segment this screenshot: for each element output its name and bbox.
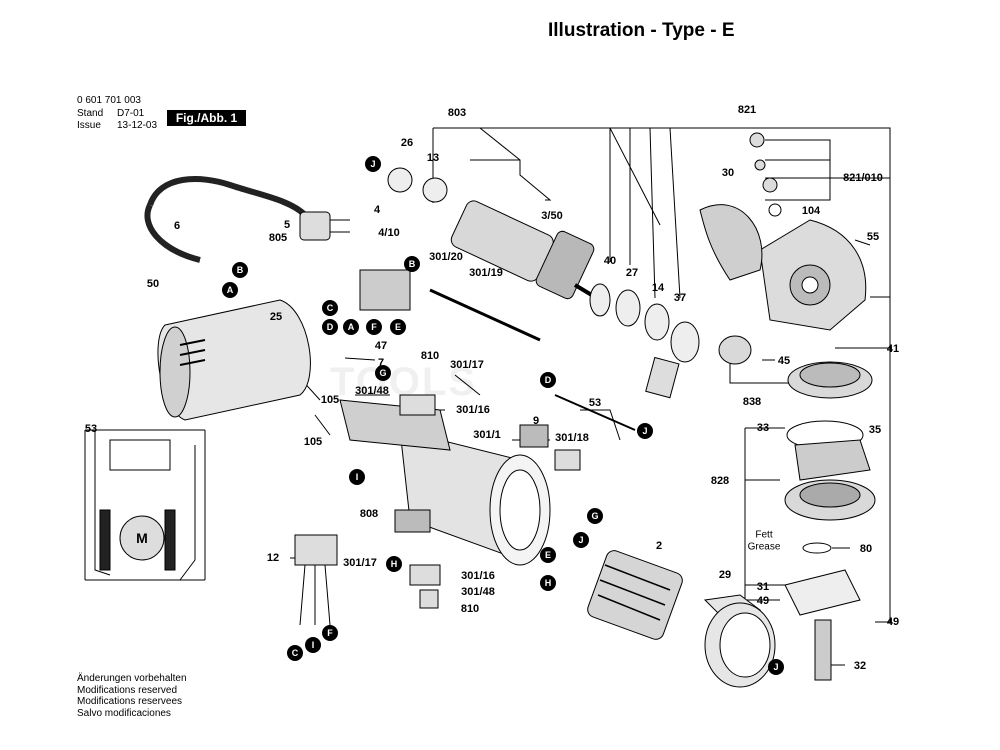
part-label-80: 80 bbox=[859, 543, 873, 555]
motor-symbol: M bbox=[136, 530, 148, 546]
part-label-104: 104 bbox=[801, 205, 821, 217]
connector-badge-e: E bbox=[540, 547, 556, 563]
connector-badge-a: A bbox=[222, 282, 238, 298]
connector-badge-e: E bbox=[390, 319, 406, 335]
part-label-301-48-top: 301/48 bbox=[355, 385, 389, 397]
connector-badge-d: D bbox=[322, 319, 338, 335]
part-label-25: 25 bbox=[269, 311, 283, 323]
part-label-301-48-bottom: 301/48 bbox=[461, 586, 495, 598]
connector-badge-f: F bbox=[322, 625, 338, 641]
connector-badge-j: J bbox=[365, 156, 381, 172]
part-label-47: 47 bbox=[374, 340, 388, 352]
part-label-810-top: 810 bbox=[420, 350, 440, 362]
connector-badge-f: F bbox=[366, 319, 382, 335]
connector-badge-g: G bbox=[375, 365, 391, 381]
connector-badge-j: J bbox=[573, 532, 589, 548]
part-label-5: 5 bbox=[283, 219, 291, 231]
part-label-32: 32 bbox=[853, 660, 867, 672]
notes-block: Änderungen vorbehalten Modifications res… bbox=[77, 673, 187, 719]
note-line: Änderungen vorbehalten bbox=[77, 673, 187, 684]
part-label-9: 9 bbox=[532, 415, 540, 427]
part-label-301-17-top: 301/17 bbox=[450, 359, 484, 371]
part-label-31: 31 bbox=[756, 581, 770, 593]
part-label-27: 27 bbox=[625, 267, 639, 279]
connector-badge-g: G bbox=[587, 508, 603, 524]
connector-badge-h: H bbox=[540, 575, 556, 591]
part-label-105-b: 105 bbox=[303, 436, 323, 448]
part-label-30: 30 bbox=[721, 167, 735, 179]
note-line: Modifications reservees bbox=[77, 696, 183, 707]
connector-badge-a: A bbox=[343, 319, 359, 335]
part-label-33: 33 bbox=[756, 422, 770, 434]
note-line: Salvo modificaciones bbox=[77, 707, 171, 719]
part-label-2: 2 bbox=[655, 540, 663, 552]
part-label-50: 50 bbox=[146, 278, 160, 290]
part-label-808: 808 bbox=[359, 508, 379, 520]
part-label-53-rod: 53 bbox=[588, 397, 602, 409]
part-label-35: 35 bbox=[868, 424, 882, 436]
part-label-26: 26 bbox=[400, 137, 414, 149]
connector-badge-c: C bbox=[322, 300, 338, 316]
connector-badge-i: I bbox=[305, 637, 321, 653]
part-label-49-left: 49 bbox=[756, 595, 770, 607]
fett-label: Fett bbox=[755, 529, 773, 541]
part-label-810-bottom: 810 bbox=[460, 603, 480, 615]
part-label-49-right: 49 bbox=[886, 616, 900, 628]
part-label-14: 14 bbox=[651, 282, 665, 294]
part-label-37: 37 bbox=[673, 292, 687, 304]
diagram-title: Illustration - Type - E bbox=[548, 20, 735, 41]
part-label-301-1: 301/1 bbox=[473, 429, 501, 441]
connector-badge-i: I bbox=[349, 469, 365, 485]
connector-badge-b: B bbox=[232, 262, 248, 278]
part-label-821: 821 bbox=[737, 104, 757, 116]
part-label-301-16-top: 301/16 bbox=[456, 404, 490, 416]
figure-badge: Fig./Abb. 1 bbox=[167, 110, 246, 126]
part-label-805: 805 bbox=[268, 232, 288, 244]
issue-value: 13-12-03 bbox=[117, 120, 158, 131]
part-label-45: 45 bbox=[777, 355, 791, 367]
part-label-301-18: 301/18 bbox=[555, 432, 589, 444]
part-label-838: 838 bbox=[742, 396, 762, 408]
note-line: Modifications reserved bbox=[77, 684, 178, 696]
part-label-4-10: 4/10 bbox=[378, 227, 400, 239]
connector-badge-j: J bbox=[637, 423, 653, 439]
part-label-53-schematic: 53 bbox=[84, 423, 98, 435]
part-label-828: 828 bbox=[710, 475, 730, 487]
part-label-55: 55 bbox=[866, 231, 880, 243]
part-number: 0 601 701 003 bbox=[77, 95, 141, 106]
part-label-7: 7 bbox=[377, 357, 385, 369]
part-label-13: 13 bbox=[426, 152, 440, 164]
part-label-301-17-bottom: 301/17 bbox=[343, 557, 377, 569]
part-label-301-19: 301/19 bbox=[469, 267, 503, 279]
part-label-3-50: 3/50 bbox=[541, 210, 563, 222]
part-label-105-a: 105 bbox=[320, 394, 340, 406]
part-label-301-16-bottom: 301/16 bbox=[461, 570, 495, 582]
connector-badge-c: C bbox=[287, 645, 303, 661]
part-label-301-20: 301/20 bbox=[429, 251, 463, 263]
stand-value: D7-01 bbox=[117, 108, 145, 119]
part-label-29: 29 bbox=[718, 569, 732, 581]
connector-badge-j: J bbox=[768, 659, 784, 675]
part-label-6: 6 bbox=[173, 220, 181, 232]
stand-label: Stand bbox=[77, 108, 104, 119]
connector-badge-h: H bbox=[386, 556, 402, 572]
connector-badge-b: B bbox=[404, 256, 420, 272]
grease-label: Grease bbox=[747, 541, 781, 553]
part-label-821-010: 821/010 bbox=[843, 172, 883, 184]
issue-label: Issue bbox=[77, 120, 101, 131]
part-label-40: 40 bbox=[603, 255, 617, 267]
part-label-4: 4 bbox=[373, 204, 381, 216]
connector-badge-d: D bbox=[540, 372, 556, 388]
part-label-803: 803 bbox=[447, 107, 467, 119]
part-label-12: 12 bbox=[266, 552, 280, 564]
watermark: TOOLS bbox=[330, 360, 478, 404]
part-label-41: 41 bbox=[886, 343, 900, 355]
